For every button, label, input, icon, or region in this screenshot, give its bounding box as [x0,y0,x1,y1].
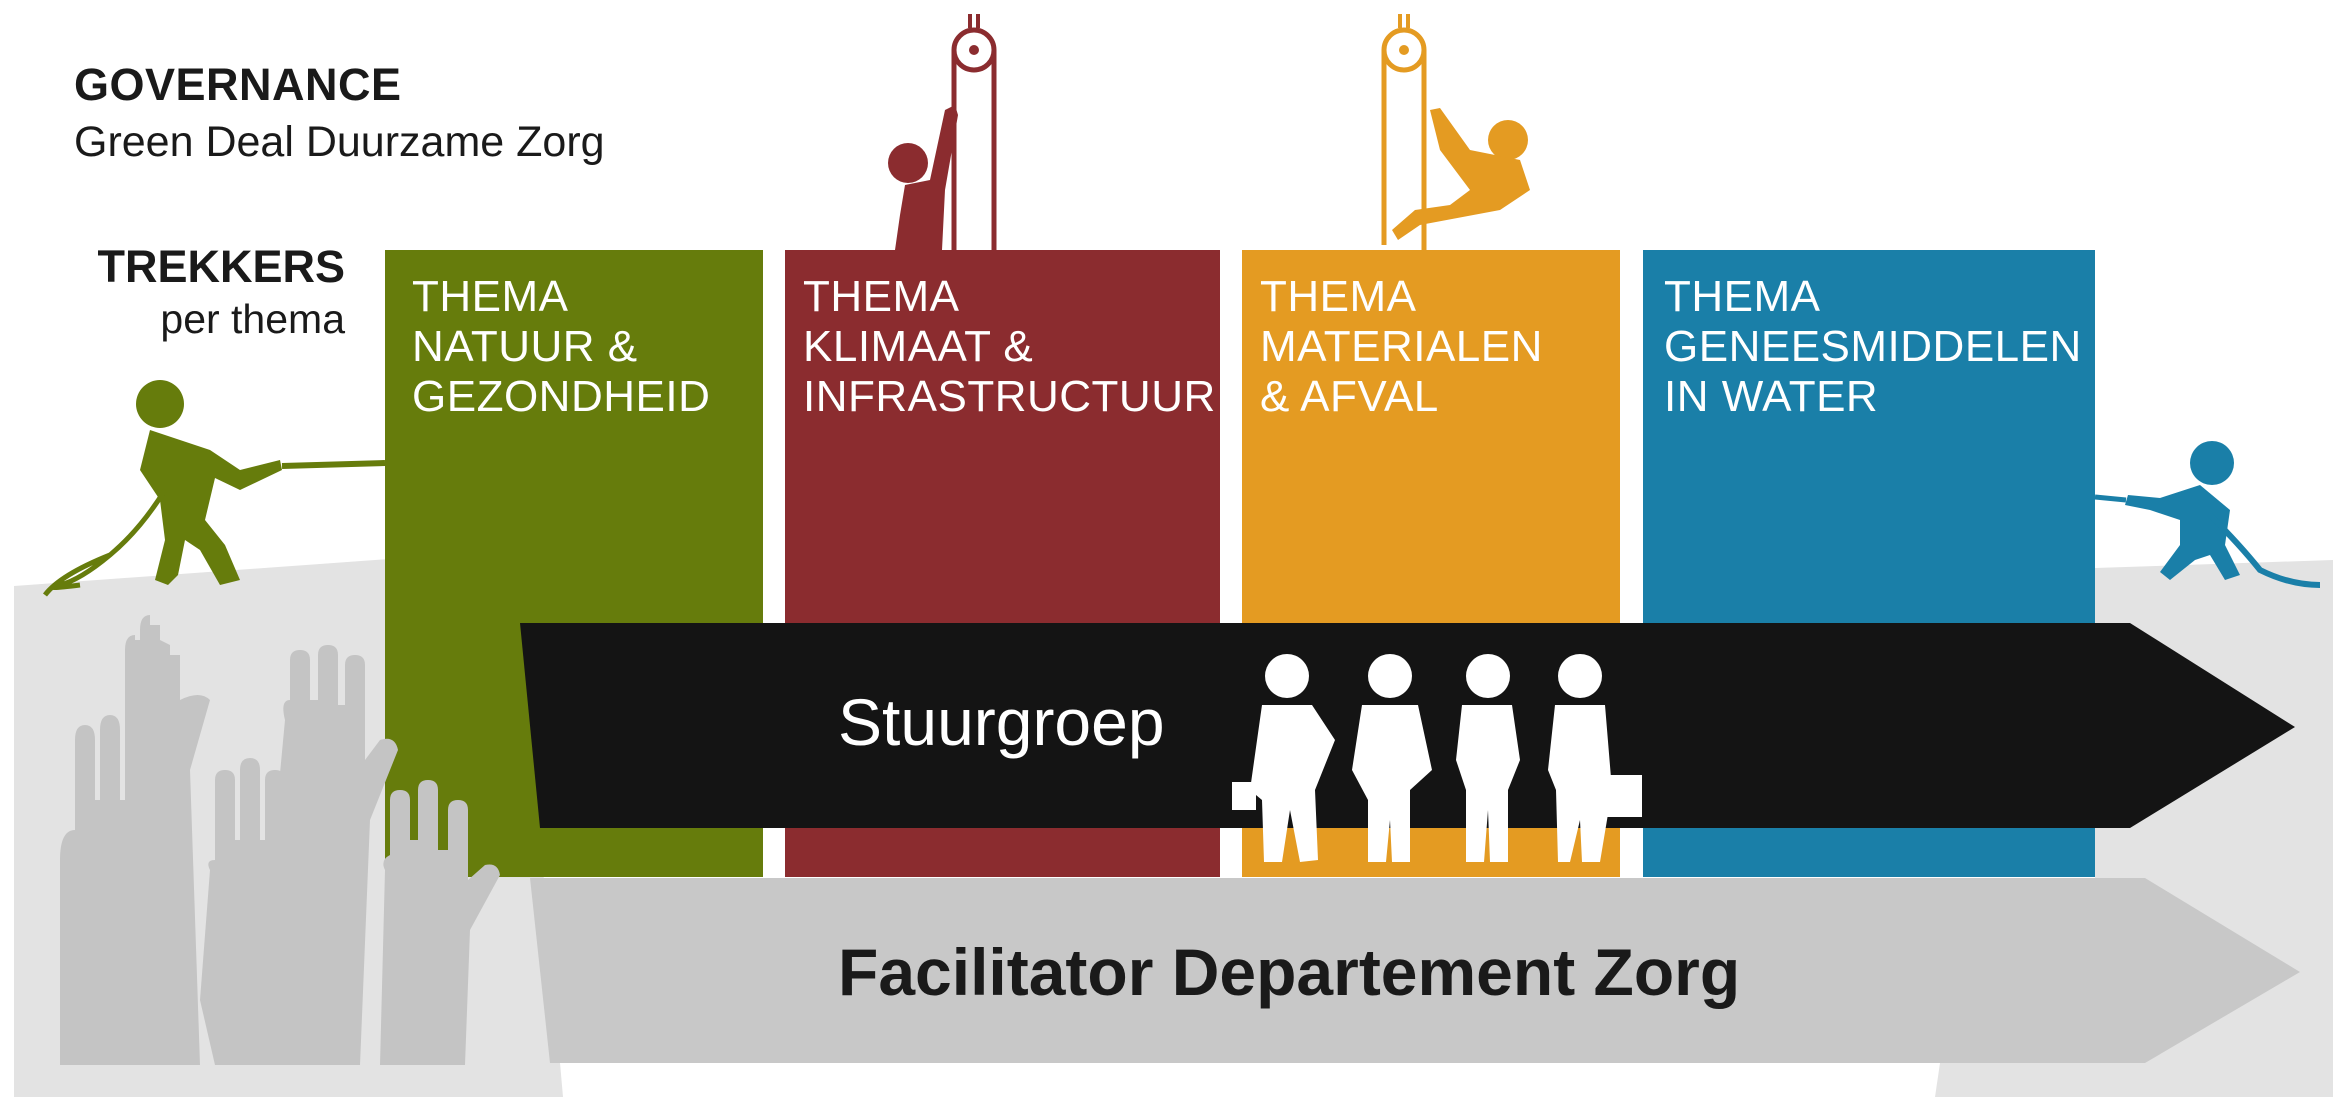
theme-label: THEMA GENEESMIDDELEN IN WATER [1664,272,2082,421]
facilitator-label: Facilitator Departement Zorg [838,935,1741,1009]
stuurgroep-label: Stuurgroep [838,685,1165,759]
pulling-rope-person-icon [2094,441,2321,588]
theme-label: THEMA KLIMAAT & INFRASTRUCTUUR [803,272,1216,421]
climbing-person-icon [1381,14,1530,250]
trekkers-block: TREKKERS per thema [60,240,345,344]
theme-label: THEMA MATERIALEN & AFVAL [1260,272,1543,421]
page-subtitle: Green Deal Duurzame Zorg [74,118,605,166]
trekkers-title: TREKKERS [97,241,345,292]
theme-geneesmiddelen-water: THEMA GENEESMIDDELEN IN WATER [1643,250,2095,877]
trekkers-subtitle: per thema [160,296,345,342]
climbing-person-icon [888,14,997,250]
hands-raised-icon [60,615,500,1065]
page-title: GOVERNANCE [74,59,402,110]
theme-materialen-afval: THEMA MATERIALEN & AFVAL [1242,250,1620,877]
facilitator-arrow [530,878,2300,1063]
theme-label: THEMA NATUUR & GEZONDHEID [412,272,711,421]
team-people-icon [1232,654,1642,862]
theme-klimaat-infrastructuur: THEMA KLIMAAT & INFRASTRUCTUUR [785,250,1220,877]
header-block: GOVERNANCE Green Deal Duurzame Zorg [74,56,605,170]
theme-natuur-gezondheid: THEMA NATUUR & GEZONDHEID [385,250,763,877]
pulling-rope-person-icon [43,380,386,597]
